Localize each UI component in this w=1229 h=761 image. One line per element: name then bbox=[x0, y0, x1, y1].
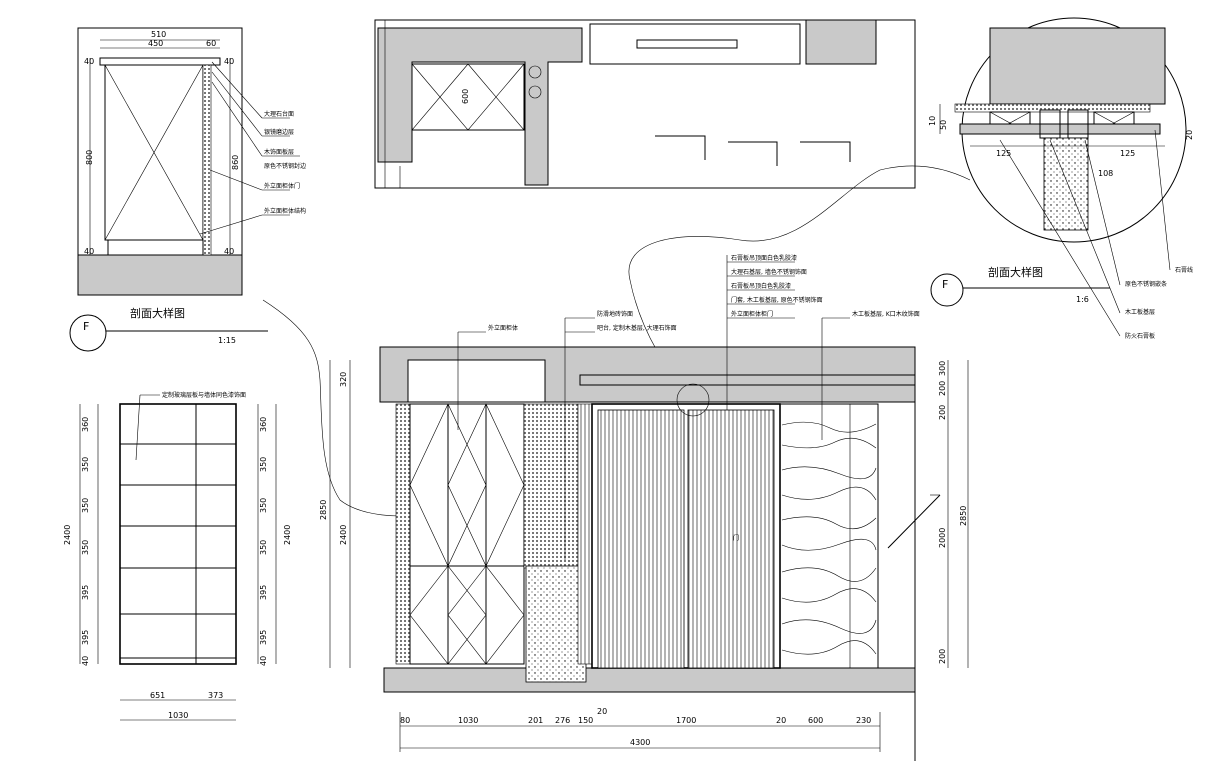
elev-left-callout-2: 吧台, 定制木基层, 大理石饰面 bbox=[597, 324, 677, 332]
circle-symbol: F bbox=[942, 278, 948, 291]
circle-scale: 1:6 bbox=[1076, 295, 1089, 304]
dim-total-width: 510 bbox=[151, 30, 166, 39]
shelf-bottom-total: 1030 bbox=[168, 711, 188, 720]
elev-callout-2: 石膏板吊顶白色乳胶漆 bbox=[731, 282, 791, 290]
elev-left-callout-0: 外立面柜体 bbox=[488, 324, 518, 332]
callout-3: 原色不锈钢封边 bbox=[264, 162, 306, 170]
door-label: 门 bbox=[733, 534, 739, 542]
dim-bottom-1: 40 bbox=[84, 247, 94, 256]
circle-dim-bottom-right: 125 bbox=[1120, 149, 1135, 158]
shelf-dim-left-5: 395 bbox=[81, 630, 90, 645]
elev-left-dim-0: 320 bbox=[339, 372, 348, 387]
circle-symbol-circle bbox=[930, 273, 964, 307]
elev-callout-0: 石膏板吊顶面白色乳胶漆 bbox=[731, 254, 797, 262]
shelf-dim-left-0: 360 bbox=[81, 417, 90, 432]
elev-bottom-total: 4300 bbox=[630, 738, 650, 747]
shelf-dim-right-0: 360 bbox=[259, 417, 268, 432]
section-symbol-circle bbox=[69, 314, 107, 352]
callout-0: 大理石台面 bbox=[264, 110, 294, 118]
shelf-total-left: 2400 bbox=[63, 525, 72, 545]
elev-right-dim-2: 200 bbox=[938, 405, 947, 420]
elev-callout-1: 大理石基层, 墙色不锈钢饰面 bbox=[731, 268, 807, 276]
circle-detail: 10 50 20 125 125 108 原色不锈钢嵌条 木工板基层 防火石膏板… bbox=[928, 17, 1194, 340]
shelf-dim-right-5: 395 bbox=[259, 630, 268, 645]
elev-bottom-dim-3: 276 bbox=[555, 716, 570, 725]
elev-bottom-dim-4: 150 bbox=[578, 716, 593, 725]
callout-2: 木饰面板层 bbox=[264, 148, 294, 156]
elev-callout-4: 外立面柜体柜门 bbox=[731, 310, 773, 318]
shelf-dim-right-1: 350 bbox=[259, 457, 268, 472]
shelf-elevation: 定制玻璃层板与墙体同色漆饰面 360 350 350 350 395 395 4… bbox=[63, 391, 292, 721]
circle-dim-bottom-left: 125 bbox=[996, 149, 1011, 158]
main-elevation: 门 石膏板吊顶面白色乳胶漆 大理石基层, 墙色不锈钢饰面 石膏板吊顶白色乳胶漆 … bbox=[319, 254, 969, 761]
shelf-note: 定制玻璃层板与墙体同色漆饰面 bbox=[162, 391, 246, 399]
circle-dim-left-a: 10 bbox=[928, 116, 937, 126]
shelf-dim-left-1: 350 bbox=[81, 457, 90, 472]
elev-right-dim-3: 2000 bbox=[938, 528, 947, 548]
detail-section: 510 450 60 40 800 40 40 860 40 大理石台面 银镜磨… bbox=[69, 27, 306, 352]
elev-left-callout-1: 防滑地砖饰面 bbox=[597, 310, 633, 318]
elev-right-dim-0: 300 bbox=[938, 361, 947, 376]
dim-top-1: 40 bbox=[84, 57, 94, 66]
dim-left-height: 800 bbox=[85, 150, 94, 165]
shelf-dim-right-3: 350 bbox=[259, 540, 268, 555]
callout-4: 外立面柜体门 bbox=[264, 182, 300, 190]
elev-bottom-dim-7: 20 bbox=[776, 716, 786, 725]
shelf-dim-left-6: 40 bbox=[81, 656, 90, 666]
detail-scale: 1:15 bbox=[218, 336, 236, 345]
plan-dim-600: 600 bbox=[461, 89, 470, 104]
elev-right-dim-4: 200 bbox=[938, 649, 947, 664]
elev-bottom-dim-2: 201 bbox=[528, 716, 543, 725]
dim-right-width: 60 bbox=[206, 39, 216, 48]
circle-dim-left-b: 50 bbox=[939, 120, 948, 130]
circle-callout-1: 木工板基层 bbox=[1125, 308, 1155, 316]
shelf-total-right: 2400 bbox=[283, 525, 292, 545]
shelf-dim-left-4: 395 bbox=[81, 585, 90, 600]
circle-dim-center: 108 bbox=[1098, 169, 1113, 178]
shelf-dim-left-3: 350 bbox=[81, 540, 90, 555]
shelf-bottom-dim-1: 373 bbox=[208, 691, 223, 700]
detail-title: 剖面大样图 bbox=[130, 306, 185, 320]
elev-bottom-dim-0: 80 bbox=[400, 716, 410, 725]
elev-bottom-dim-6: 1700 bbox=[676, 716, 696, 725]
circle-title: 剖面大样图 bbox=[988, 265, 1043, 279]
elev-bottom-dim-8: 600 bbox=[808, 716, 823, 725]
circle-callout-2: 防火石膏板 bbox=[1125, 332, 1155, 340]
shelf-dim-right-2: 350 bbox=[259, 498, 268, 513]
callout-1: 银镜磨边层 bbox=[264, 128, 294, 136]
elev-right-callout: 木工板基层, K口木纹饰面 bbox=[852, 310, 920, 318]
elev-bottom-dim-5: 20 bbox=[597, 707, 607, 716]
elev-left-dim-1: 2850 bbox=[319, 500, 328, 520]
circle-callout-3: 石膏线 bbox=[1175, 266, 1193, 274]
shelf-dim-right-6: 40 bbox=[259, 656, 268, 666]
plan-view: 600 bbox=[374, 19, 916, 189]
leader-curve-left bbox=[262, 299, 401, 517]
circle-callout-0: 原色不锈钢嵌条 bbox=[1125, 280, 1167, 288]
dim-right-height: 860 bbox=[231, 155, 240, 170]
shelf-dim-right-4: 395 bbox=[259, 585, 268, 600]
elev-bottom-dim-9: 230 bbox=[856, 716, 871, 725]
elev-right-dim-1: 200 bbox=[938, 381, 947, 396]
dim-bottom-2: 40 bbox=[224, 247, 234, 256]
elev-bottom-dim-1: 1030 bbox=[458, 716, 478, 725]
section-symbol: F bbox=[83, 320, 89, 333]
callout-5: 外立面柜体结构 bbox=[264, 207, 306, 215]
leader-curve-right bbox=[628, 165, 971, 396]
dim-left-width: 450 bbox=[148, 39, 163, 48]
shelf-bottom-dim-0: 651 bbox=[150, 691, 165, 700]
circle-dim-right-a: 20 bbox=[1185, 130, 1194, 140]
elev-right-dim-5: 2850 bbox=[959, 506, 968, 526]
elev-left-dim-2: 2400 bbox=[339, 525, 348, 545]
shelf-dim-left-2: 350 bbox=[81, 498, 90, 513]
elev-callout-3: 门套, 木工板基层, 原色不锈钢饰面 bbox=[731, 296, 823, 304]
dim-top-2: 40 bbox=[224, 57, 234, 66]
